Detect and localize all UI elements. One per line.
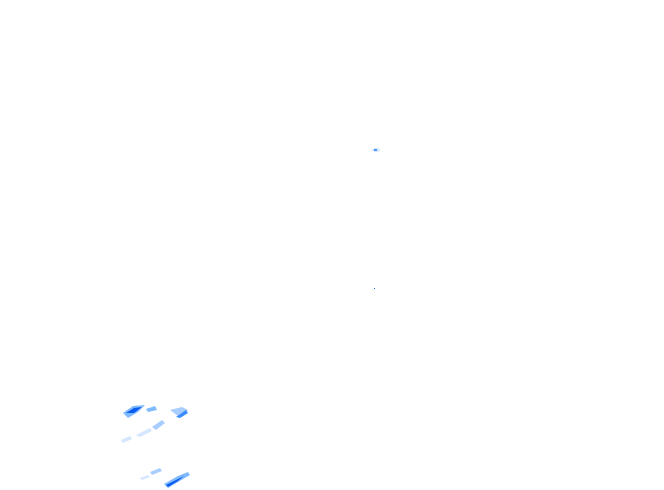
image-fragment-bottom-left: [121, 405, 190, 488]
image-fragment-center-top: [372, 148, 380, 152]
image-fragment-center-dot: [374, 288, 375, 289]
